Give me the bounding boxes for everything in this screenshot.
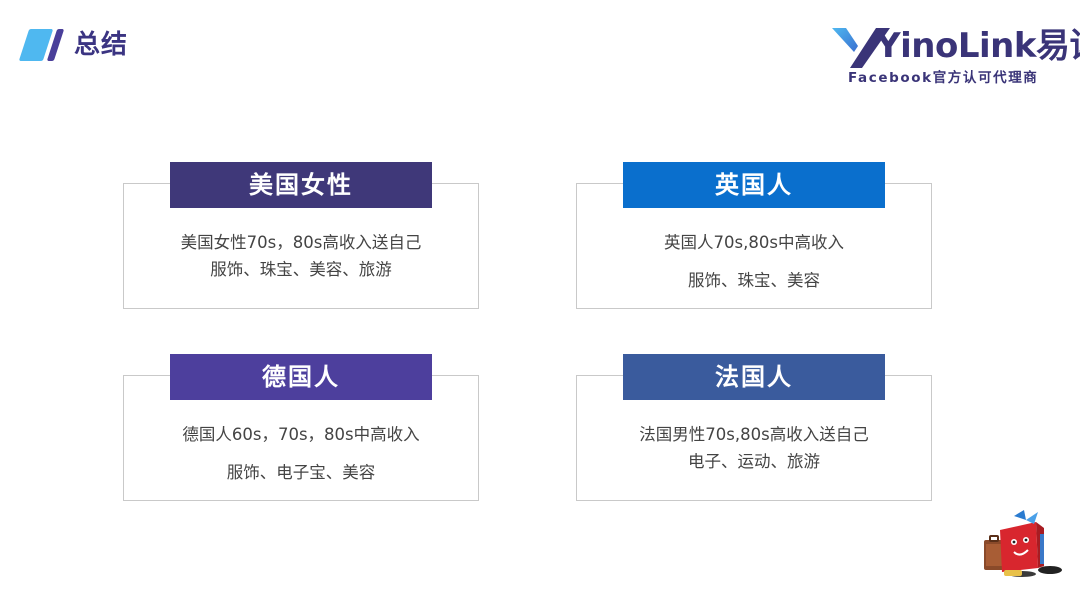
logo-tagline: Facebook官方认可代理商 [848,70,1039,86]
card-line-2: 服饰、珠宝、美容 [688,271,820,290]
card-line-1: 英国人70s,80s中高收入 [664,233,844,252]
card-germany: 德国人 德国人60s，70s，80s中高收入 服饰、电子宝、美容 [123,354,479,501]
brand-logo: YinoLink易诺 Facebook官方认可代理商 [832,20,1080,90]
card-line-2: 服饰、电子宝、美容 [226,463,376,482]
card-us-women: 美国女性 美国女性70s，80s高收入送自己 服饰、珠宝、美容、旅游 [123,162,479,309]
logo-wordmark: YinoLink易诺 [876,26,1080,66]
card-line-1: 美国女性70s，80s高收入送自己 [180,233,422,252]
card-line-2: 电子、运动、旅游 [688,452,820,471]
card-heading: 美国女性 [170,162,432,208]
card-line-1: 法国男性70s,80s高收入送自己 [639,425,869,444]
card-heading: 法国人 [623,354,885,400]
yinolink-logo-icon [832,28,890,68]
card-france: 法国人 法国男性70s,80s高收入送自己 电子、运动、旅游 [576,354,932,501]
card-heading: 德国人 [170,354,432,400]
gift-box-mascot-icon [984,510,1062,577]
card-uk: 英国人 英国人70s,80s中高收入 服饰、珠宝、美容 [576,162,932,309]
page-title: 总结 [74,30,129,60]
card-line-1: 德国人60s，70s，80s中高收入 [182,425,420,444]
card-heading: 英国人 [623,162,885,208]
card-line-2: 服饰、珠宝、美容、旅游 [210,260,392,279]
